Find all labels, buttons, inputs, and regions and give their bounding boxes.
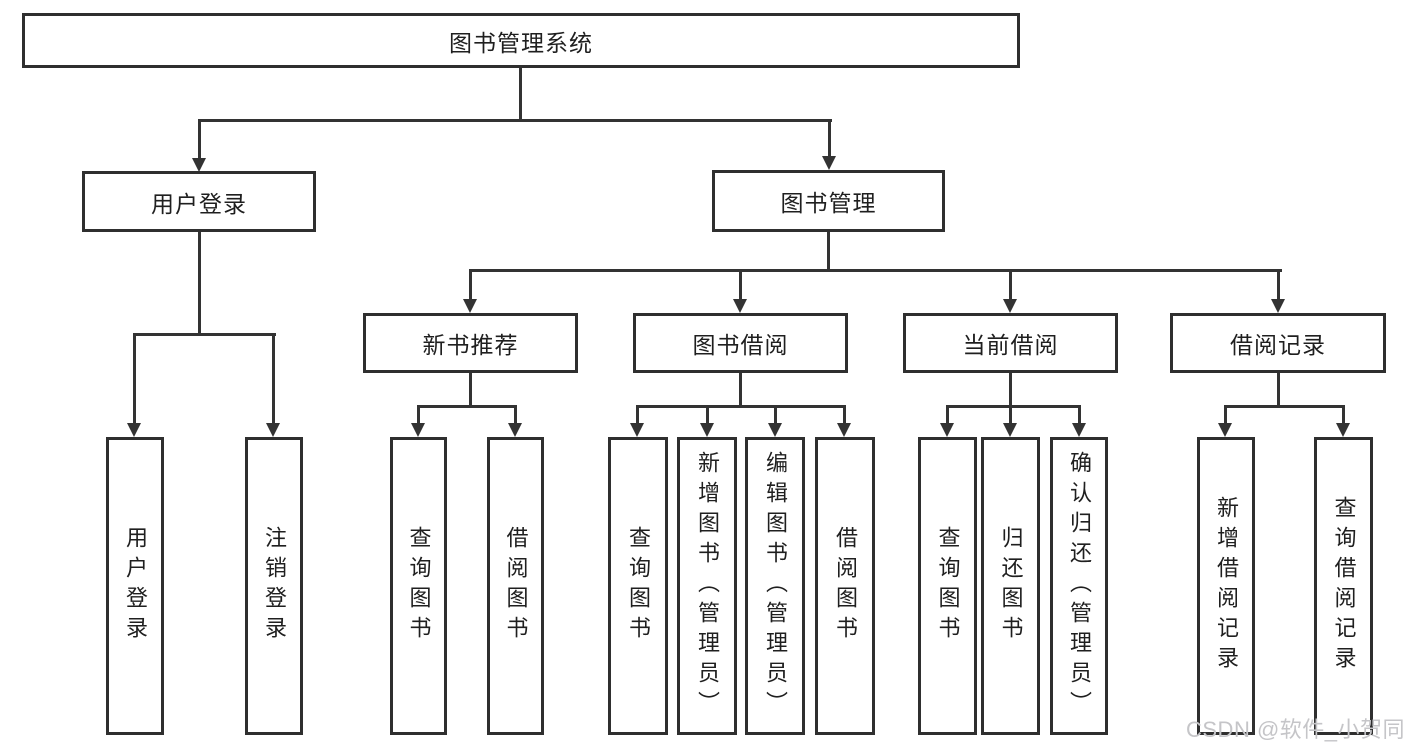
node-add-borrow-record: 新增借阅记录 xyxy=(1197,437,1255,735)
node-logout-leaf: 注销登录 xyxy=(245,437,303,735)
connector-line xyxy=(828,119,831,157)
connector-line xyxy=(1009,269,1012,299)
connector-line xyxy=(198,119,832,122)
node-library-system: 图书管理系统 xyxy=(22,13,1020,68)
connector-line xyxy=(1224,405,1227,423)
connector-line xyxy=(706,405,709,423)
connector-line xyxy=(1078,405,1081,423)
arrowhead-down-icon xyxy=(192,158,206,172)
node-borrow-book-1-label: 借阅图书 xyxy=(503,526,529,646)
node-login-leaf-label: 用户登录 xyxy=(123,526,148,646)
arrowhead-down-icon xyxy=(940,423,954,437)
arrowhead-down-icon xyxy=(1003,423,1017,437)
node-query-borrow-record: 查询借阅记录 xyxy=(1314,437,1373,735)
arrowhead-down-icon xyxy=(630,423,644,437)
node-current-borrow-label: 当前借阅 xyxy=(962,332,1059,358)
node-logout-leaf-label: 注销登录 xyxy=(262,526,287,646)
node-query-book-1-label: 查询图书 xyxy=(406,526,432,646)
arrowhead-down-icon xyxy=(1218,423,1232,437)
node-borrow-record-label: 借阅记录 xyxy=(1230,332,1326,358)
node-borrow-book-1: 借阅图书 xyxy=(487,437,544,735)
node-current-borrow: 当前借阅 xyxy=(903,313,1118,373)
connector-line xyxy=(133,333,276,336)
arrowhead-down-icon xyxy=(733,299,747,313)
connector-line xyxy=(272,333,275,423)
csdn-watermark: CSDN @软件_小贺同学 xyxy=(1186,717,1405,742)
connector-line xyxy=(843,405,846,423)
connector-line xyxy=(469,269,1282,272)
node-book-borrow: 图书借阅 xyxy=(633,313,848,373)
arrowhead-down-icon xyxy=(508,423,522,437)
connector-line xyxy=(1277,269,1280,299)
node-user-login: 用户登录 xyxy=(82,171,316,232)
node-borrow-record: 借阅记录 xyxy=(1170,313,1386,373)
connector-line xyxy=(1342,405,1345,423)
node-library-system-label: 图书管理系统 xyxy=(449,29,593,56)
node-borrow-book-2: 借阅图书 xyxy=(815,437,875,735)
connector-line xyxy=(774,405,777,423)
node-edit-book-admin: 编辑图书（管理员） xyxy=(745,437,805,735)
node-query-book-2: 查询图书 xyxy=(608,437,668,735)
arrowhead-down-icon xyxy=(822,156,836,170)
arrowhead-down-icon xyxy=(768,423,782,437)
connector-line xyxy=(198,232,201,335)
arrowhead-down-icon xyxy=(127,423,141,437)
node-confirm-return-admin: 确认归还（管理员） xyxy=(1050,437,1108,735)
arrowhead-down-icon xyxy=(411,423,425,437)
arrowhead-down-icon xyxy=(837,423,851,437)
connector-line xyxy=(636,405,846,408)
connector-line xyxy=(514,405,517,423)
node-query-book-3-label: 查询图书 xyxy=(935,526,961,646)
arrowhead-down-icon xyxy=(1336,423,1350,437)
node-confirm-return-admin-label: 确认归还（管理员） xyxy=(1067,451,1092,721)
connector-line xyxy=(946,405,1081,408)
node-query-book-2-label: 查询图书 xyxy=(626,526,651,646)
node-book-management-label: 图书管理 xyxy=(780,190,877,216)
connector-line xyxy=(198,119,201,159)
connector-line xyxy=(1009,373,1012,408)
node-query-book-3: 查询图书 xyxy=(918,437,977,735)
node-book-borrow-label: 图书借阅 xyxy=(692,332,789,358)
node-query-book-1: 查询图书 xyxy=(390,437,447,735)
node-return-book-label: 归还图书 xyxy=(998,526,1024,646)
node-add-book-admin: 新增图书（管理员） xyxy=(677,437,737,735)
connector-line xyxy=(133,333,136,423)
connector-line xyxy=(417,405,420,423)
connector-line xyxy=(636,405,639,423)
connector-line xyxy=(417,405,517,408)
node-user-login-label: 用户登录 xyxy=(151,190,247,217)
connector-line xyxy=(469,269,472,299)
arrowhead-down-icon xyxy=(463,299,477,313)
arrowhead-down-icon xyxy=(1072,423,1086,437)
node-edit-book-admin-label: 编辑图书（管理员） xyxy=(763,451,788,721)
connector-line xyxy=(469,373,472,408)
connector-line xyxy=(1224,405,1345,408)
node-return-book: 归还图书 xyxy=(981,437,1040,735)
node-book-management: 图书管理 xyxy=(712,170,945,232)
node-add-borrow-record-label: 新增借阅记录 xyxy=(1214,496,1239,676)
connector-line xyxy=(739,269,742,299)
node-login-leaf: 用户登录 xyxy=(106,437,164,735)
connector-line xyxy=(739,373,742,408)
arrowhead-down-icon xyxy=(700,423,714,437)
connector-line xyxy=(946,405,949,423)
node-new-book-recommend: 新书推荐 xyxy=(363,313,578,373)
arrowhead-down-icon xyxy=(1003,299,1017,313)
connector-line xyxy=(827,232,830,272)
connector-line xyxy=(519,68,522,121)
node-query-borrow-record-label: 查询借阅记录 xyxy=(1331,496,1357,676)
connector-line xyxy=(1277,373,1280,408)
node-borrow-book-2-label: 借阅图书 xyxy=(833,526,858,646)
node-new-book-recommend-label: 新书推荐 xyxy=(422,332,519,358)
connector-line xyxy=(1009,405,1012,423)
arrowhead-down-icon xyxy=(1271,299,1285,313)
node-add-book-admin-label: 新增图书（管理员） xyxy=(695,451,720,721)
arrowhead-down-icon xyxy=(266,423,280,437)
